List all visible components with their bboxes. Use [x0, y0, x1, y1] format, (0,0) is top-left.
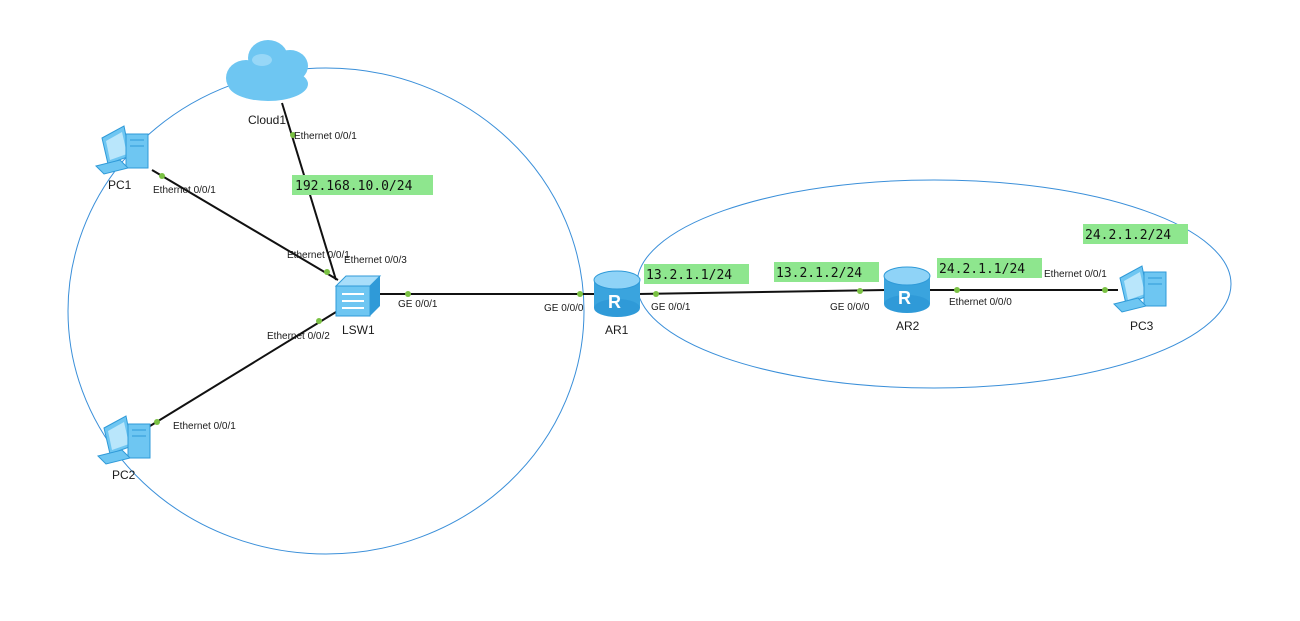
port-dot: [324, 269, 330, 275]
port-label: GE 0/0/0: [544, 303, 584, 314]
port-dots: [154, 132, 1108, 425]
port-dot: [290, 132, 296, 138]
cloud1-label: Cloud1: [248, 113, 286, 127]
port-dot: [154, 419, 160, 425]
subnet-text: 192.168.10.0/24: [295, 179, 413, 194]
ip-text: 13.2.1.2/24: [776, 266, 862, 281]
port-dot: [159, 173, 165, 179]
port-dot: [653, 291, 659, 297]
node-lsw1[interactable]: LSW1: [334, 275, 382, 337]
ip-text: 24.2.1.1/24: [939, 262, 1025, 277]
port-label: Ethernet 0/0/3: [344, 255, 407, 266]
pc-icon: [95, 125, 149, 175]
router-icon: R: [593, 270, 641, 317]
port-dot: [1102, 287, 1108, 293]
port-label: Ethernet 0/0/1: [173, 421, 236, 432]
port-label: Ethernet 0/0/0: [949, 297, 1012, 308]
port-label: GE 0/0/1: [398, 299, 438, 310]
svg-text:R: R: [898, 288, 911, 308]
ip-badge-pc3: 24.2.1.2/24: [1083, 224, 1188, 244]
switch-icon: [334, 275, 382, 317]
ip-text: 24.2.1.2/24: [1085, 228, 1171, 243]
lsw1-label: LSW1: [342, 323, 375, 337]
pc2-label: PC2: [112, 468, 136, 482]
ar1-label: AR1: [605, 323, 629, 337]
subnet-badge-lan: 192.168.10.0/24: [292, 175, 433, 195]
node-pc3[interactable]: PC3: [1113, 265, 1167, 333]
link-pc1-lsw1[interactable]: [151, 169, 339, 281]
node-ar2[interactable]: R AR2: [883, 266, 931, 333]
pc-icon: [97, 415, 151, 465]
port-label: GE 0/0/1: [651, 302, 691, 313]
port-dot: [954, 287, 960, 293]
node-pc2[interactable]: PC2: [97, 415, 151, 482]
ar2-label: AR2: [896, 319, 920, 333]
zone-left: [67, 67, 585, 555]
svg-text:R: R: [608, 292, 621, 312]
pc1-label: PC1: [108, 178, 132, 192]
ip-badge-ar2: 13.2.1.2/24: [774, 262, 879, 282]
ip-text: 13.2.1.1/24: [646, 268, 732, 283]
link-ar1-ar2[interactable]: [637, 289, 887, 295]
router-icon: R: [883, 266, 931, 313]
node-cloud1[interactable]: Cloud1: [226, 40, 308, 127]
port-label: Ethernet 0/0/1: [294, 131, 357, 142]
port-label: Ethernet 0/0/2: [267, 331, 330, 342]
ip-badge-ar1: 13.2.1.1/24: [644, 264, 749, 284]
cloud-icon: [226, 40, 308, 101]
port-dot: [577, 291, 583, 297]
port-label: Ethernet 0/0/1: [1044, 269, 1107, 280]
pc3-label: PC3: [1130, 319, 1154, 333]
port-dot: [405, 291, 411, 297]
pc-icon: [1113, 265, 1167, 313]
node-pc1[interactable]: PC1: [95, 125, 149, 192]
port-label: Ethernet 0/0/1: [153, 185, 216, 196]
node-ar1[interactable]: R AR1: [593, 270, 641, 337]
link-pc2-lsw1[interactable]: [149, 311, 337, 427]
port-label: GE 0/0/0: [830, 302, 870, 313]
ip-badge-ar2-lan: 24.2.1.1/24: [937, 258, 1042, 278]
port-label: Ethernet 0/0/1: [287, 250, 350, 261]
port-dot: [857, 288, 863, 294]
port-dot: [316, 318, 322, 324]
